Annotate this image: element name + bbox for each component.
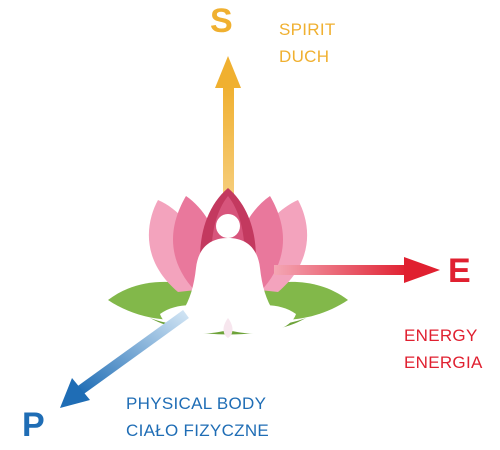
figure-torso [182, 238, 274, 317]
meditating-figure-icon [160, 214, 296, 338]
energy-arrow-head [404, 257, 440, 283]
spirit-arrow-head [215, 56, 241, 88]
spirit-letter: S [210, 2, 233, 40]
physical-arrow-head [60, 378, 90, 408]
spirit-caption: SPIRIT DUCH [279, 16, 336, 70]
spirit-caption-line-1: SPIRIT [279, 20, 336, 39]
figure-head [216, 214, 240, 238]
physical-letter: P [22, 406, 45, 444]
figure-hands [223, 318, 233, 338]
spirit-arrow [215, 56, 241, 218]
energy-caption-line-2: ENERGIA [404, 353, 483, 372]
spirit-caption-line-2: DUCH [279, 47, 330, 66]
energy-arrow [274, 257, 440, 283]
physical-caption-line-1: PHYSICAL BODY [126, 394, 267, 413]
physical-arrow [60, 309, 189, 408]
physical-caption-line-2: CIAŁO FIZYCZNE [126, 421, 270, 440]
physical-arrow-shaft [75, 309, 189, 397]
spirit-arrow-shaft [223, 86, 234, 218]
energy-letter: E [448, 252, 471, 290]
energy-caption: ENERGY ENERGIA [404, 322, 483, 376]
energy-caption-line-1: ENERGY [404, 326, 478, 345]
physical-caption: PHYSICAL BODY CIAŁO FIZYCZNE [126, 390, 269, 444]
energy-arrow-shaft [274, 265, 408, 275]
